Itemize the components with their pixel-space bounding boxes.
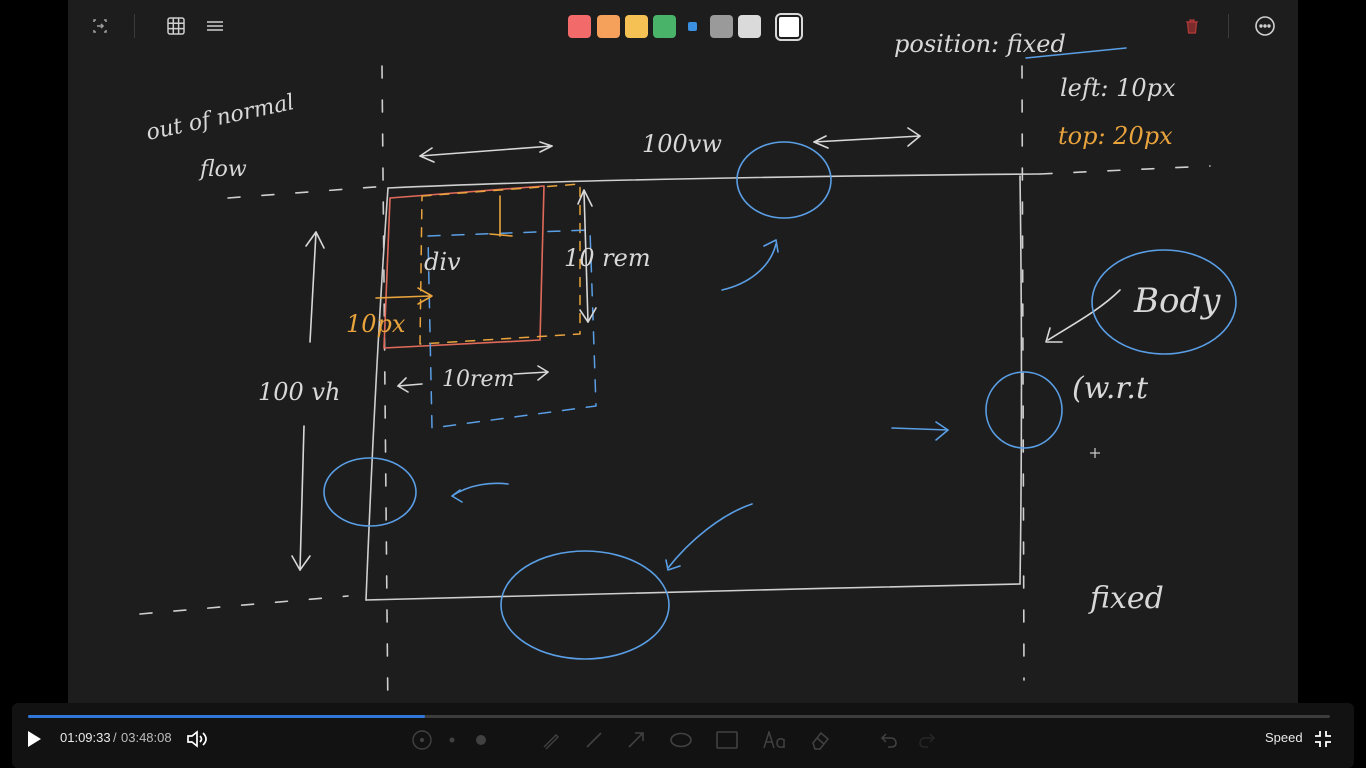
viewport-box xyxy=(365,173,1041,601)
note-fixed: fixed xyxy=(1088,581,1164,616)
blue-annotations xyxy=(323,47,1237,660)
note-wrt: (w.r.t xyxy=(1072,371,1149,406)
arrow-icon[interactable] xyxy=(624,728,648,752)
color-swatch-red[interactable] xyxy=(568,15,591,38)
small-dot-icon[interactable] xyxy=(440,728,464,752)
grid-icon[interactable] xyxy=(164,14,188,38)
time-separator: / xyxy=(113,730,117,745)
rectangle-icon[interactable] xyxy=(715,728,739,752)
trash-icon[interactable] xyxy=(1180,14,1204,38)
dashed-guides xyxy=(139,65,1211,721)
menu-icon[interactable] xyxy=(203,14,227,38)
color-swatch-white[interactable] xyxy=(775,13,803,41)
toolbar-separator-right xyxy=(1228,14,1229,38)
color-swatch-orange[interactable] xyxy=(597,15,620,38)
video-player-controls: 01:09:33 / 03:48:08 Speed xyxy=(12,703,1354,768)
line-icon[interactable] xyxy=(582,728,606,752)
more-options-icon[interactable] xyxy=(1253,14,1277,38)
pen-icon[interactable] xyxy=(539,728,563,752)
div-box-outline xyxy=(383,185,545,349)
color-swatch-light-gray[interactable] xyxy=(738,15,761,38)
note-div: div xyxy=(424,248,461,276)
color-swatch-green[interactable] xyxy=(653,15,676,38)
speed-button[interactable]: Speed xyxy=(1265,730,1303,745)
color-swatch-gray[interactable] xyxy=(710,15,733,38)
laser-pointer-icon[interactable] xyxy=(410,728,434,752)
note-top: top: 20px xyxy=(1058,122,1173,150)
note-out-of-flow-2: flow xyxy=(198,157,247,182)
current-time: 01:09:33 xyxy=(60,730,111,745)
undo-icon[interactable] xyxy=(877,728,901,752)
note-out-of-flow-1: out of normal xyxy=(144,90,296,146)
dimension-arrows xyxy=(291,127,1121,571)
crosshair-cursor xyxy=(1090,448,1100,458)
note-left: left: 10px xyxy=(1060,74,1176,102)
note-position-fixed: position: fixed xyxy=(894,30,1066,58)
note-100vw: 100vw xyxy=(642,130,722,158)
note-10rem-vertical: 10 rem xyxy=(564,244,651,272)
note-100vh: 100 vh xyxy=(258,378,340,406)
color-swatch-yellow[interactable] xyxy=(625,15,648,38)
progress-bar[interactable] xyxy=(28,715,1330,718)
offset-arrow xyxy=(375,195,513,305)
note-10rem-horizontal: 10rem xyxy=(442,367,514,392)
toolbar-separator xyxy=(134,14,135,38)
progress-fill xyxy=(28,715,426,718)
whiteboard-canvas[interactable] xyxy=(68,0,1298,768)
text-tool-icon[interactable] xyxy=(763,728,787,752)
redo-icon[interactable] xyxy=(915,728,939,752)
padding-box-outline xyxy=(427,229,597,429)
note-10px: 10px xyxy=(346,310,406,338)
export-icon[interactable] xyxy=(88,14,112,38)
ellipse-icon[interactable] xyxy=(669,728,693,752)
margin-box-outline xyxy=(419,183,581,345)
play-icon[interactable] xyxy=(22,727,46,751)
color-swatch-blue[interactable] xyxy=(688,22,697,31)
large-dot-icon[interactable] xyxy=(469,728,493,752)
note-body: Body xyxy=(1133,281,1221,321)
total-time: 03:48:08 xyxy=(121,730,172,745)
exit-fullscreen-icon[interactable] xyxy=(1311,727,1335,751)
eraser-icon[interactable] xyxy=(808,728,832,752)
volume-icon[interactable] xyxy=(185,727,209,751)
